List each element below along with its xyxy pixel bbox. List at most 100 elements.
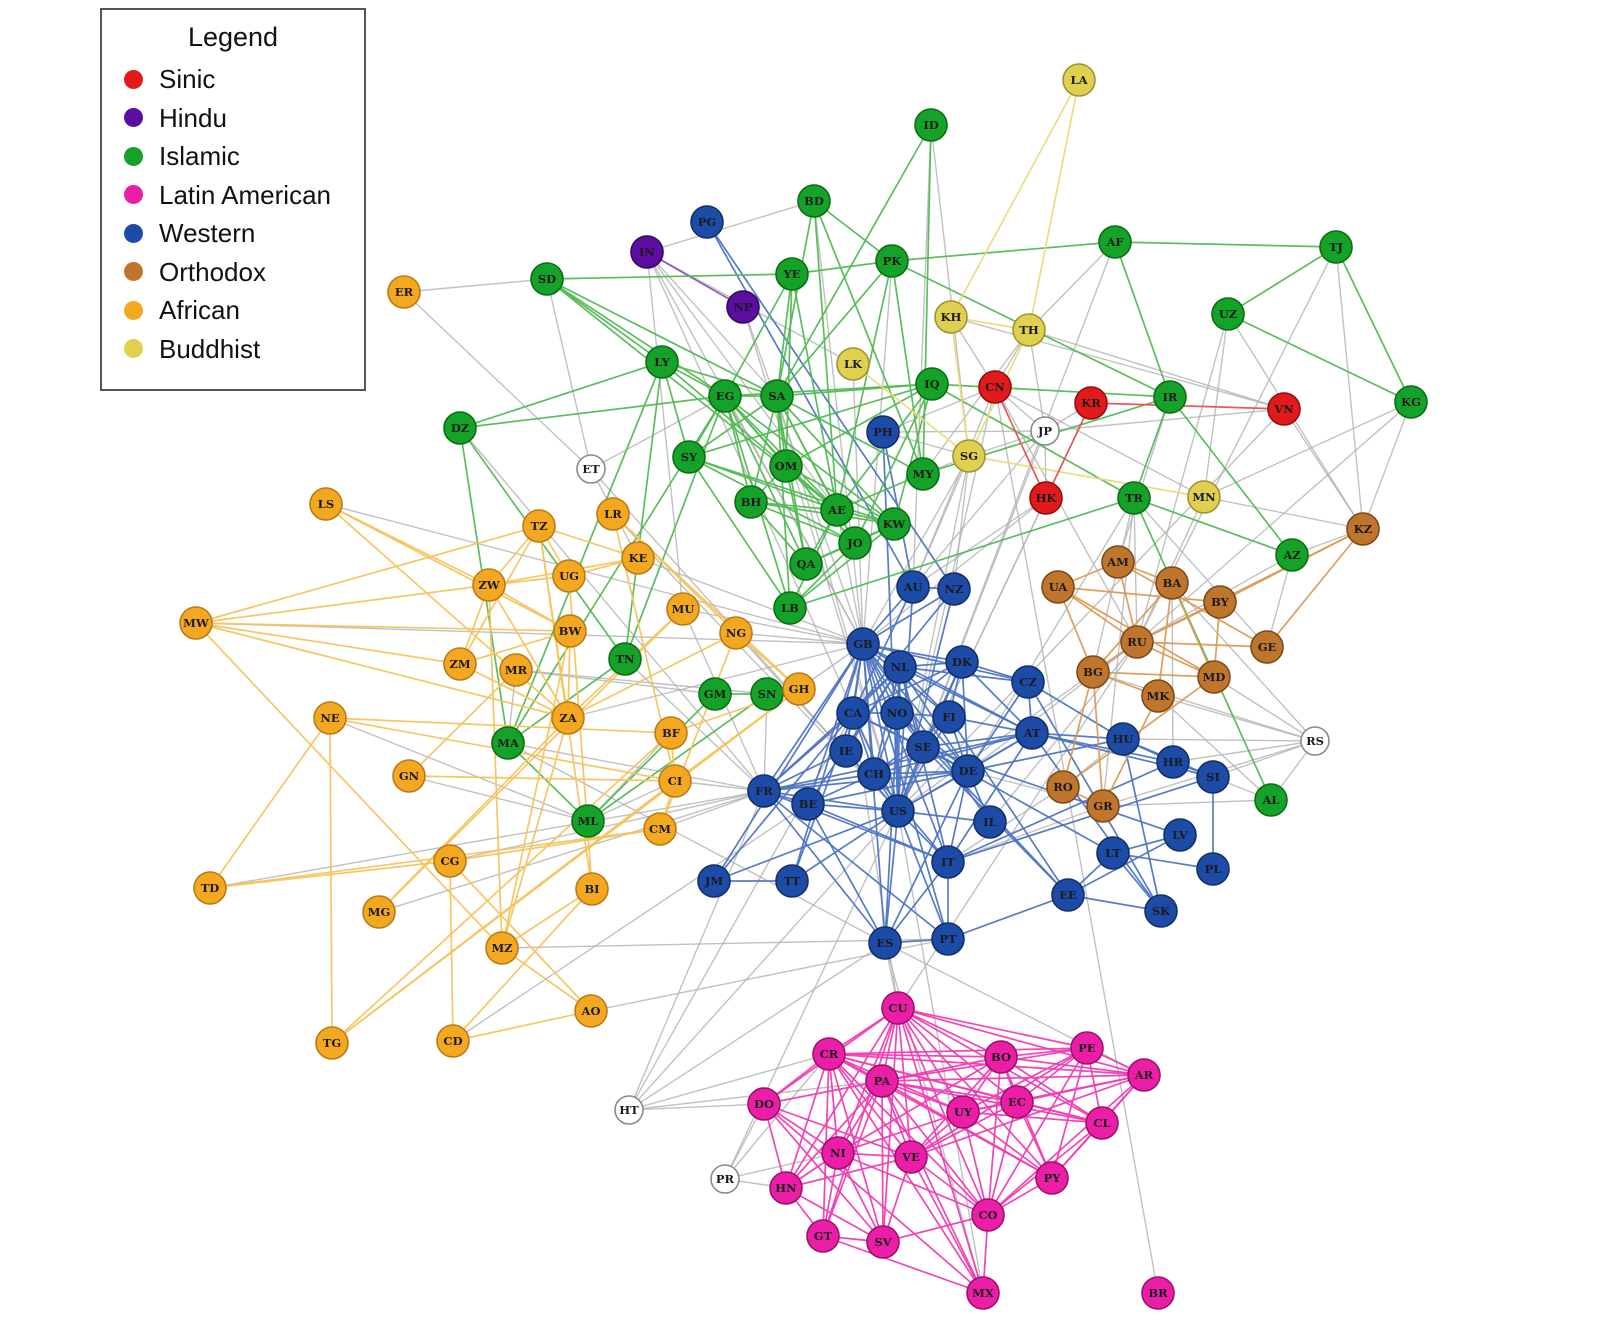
- node-TG[interactable]: TG: [315, 1026, 349, 1060]
- node-circle-MD[interactable]: [1197, 660, 1231, 694]
- node-IN[interactable]: IN: [630, 235, 664, 269]
- node-CI[interactable]: CI: [658, 764, 692, 798]
- node-circle-LY[interactable]: [645, 345, 679, 379]
- node-circle-BF[interactable]: [654, 716, 688, 750]
- node-CH[interactable]: CH: [857, 757, 891, 791]
- node-DE[interactable]: DE: [951, 754, 985, 788]
- node-circle-AT[interactable]: [1015, 716, 1049, 750]
- node-EG[interactable]: EG: [708, 379, 742, 413]
- node-CU[interactable]: CU: [881, 991, 915, 1025]
- node-circle-RS[interactable]: [1300, 726, 1330, 756]
- node-circle-BE[interactable]: [791, 787, 825, 821]
- node-AT[interactable]: AT: [1015, 716, 1049, 750]
- node-NE[interactable]: NE: [313, 701, 347, 735]
- node-circle-PH[interactable]: [866, 415, 900, 449]
- node-circle-MR[interactable]: [499, 653, 533, 687]
- node-LB[interactable]: LB: [773, 591, 807, 625]
- node-PY[interactable]: PY: [1035, 1161, 1069, 1195]
- node-OM[interactable]: OM: [769, 449, 803, 483]
- node-PL[interactable]: PL: [1196, 852, 1230, 886]
- node-circle-PR[interactable]: [710, 1164, 740, 1194]
- node-ER[interactable]: ER: [387, 275, 421, 309]
- node-circle-FI[interactable]: [932, 700, 966, 734]
- node-CN[interactable]: CN: [978, 370, 1012, 404]
- node-TH[interactable]: TH: [1012, 313, 1046, 347]
- node-circle-BW[interactable]: [553, 614, 587, 648]
- node-RU[interactable]: RU: [1120, 625, 1154, 659]
- node-AZ[interactable]: AZ: [1275, 538, 1309, 572]
- node-circle-IQ[interactable]: [915, 367, 949, 401]
- node-circle-CL[interactable]: [1085, 1106, 1119, 1140]
- node-MG[interactable]: MG: [362, 895, 396, 929]
- node-KH[interactable]: KH: [934, 300, 968, 334]
- node-circle-IL[interactable]: [973, 805, 1007, 839]
- node-circle-NZ[interactable]: [937, 572, 971, 606]
- node-circle-RO[interactable]: [1046, 770, 1080, 804]
- node-LK[interactable]: LK: [836, 347, 870, 381]
- node-NG[interactable]: NG: [719, 616, 753, 650]
- node-circle-YE[interactable]: [775, 257, 809, 291]
- node-circle-KE[interactable]: [621, 541, 655, 575]
- node-circle-LT[interactable]: [1096, 836, 1130, 870]
- node-ZA[interactable]: ZA: [551, 701, 585, 735]
- node-circle-TZ[interactable]: [522, 509, 556, 543]
- node-BI[interactable]: BI: [575, 872, 609, 906]
- node-circle-GN[interactable]: [392, 759, 426, 793]
- node-circle-GM[interactable]: [698, 677, 732, 711]
- node-circle-IN[interactable]: [630, 235, 664, 269]
- node-circle-KZ[interactable]: [1346, 512, 1380, 546]
- node-circle-AU[interactable]: [896, 570, 930, 604]
- node-circle-SK[interactable]: [1144, 894, 1178, 928]
- node-circle-AE[interactable]: [820, 493, 854, 527]
- node-LS[interactable]: LS: [309, 487, 343, 521]
- node-KR[interactable]: KR: [1074, 386, 1108, 420]
- node-circle-NE[interactable]: [313, 701, 347, 735]
- node-QA[interactable]: QA: [789, 547, 823, 581]
- node-SN[interactable]: SN: [750, 677, 784, 711]
- node-circle-SG[interactable]: [952, 439, 986, 473]
- node-circle-TG[interactable]: [315, 1026, 349, 1060]
- node-circle-CM[interactable]: [643, 812, 677, 846]
- node-MA[interactable]: MA: [491, 726, 525, 760]
- node-SI[interactable]: SI: [1196, 760, 1230, 794]
- node-UA[interactable]: UA: [1041, 570, 1075, 604]
- node-TR[interactable]: TR: [1117, 481, 1151, 515]
- node-LV[interactable]: LV: [1163, 818, 1197, 852]
- node-SA[interactable]: SA: [760, 379, 794, 413]
- node-circle-TN[interactable]: [608, 642, 642, 676]
- node-circle-NI[interactable]: [821, 1136, 855, 1170]
- node-circle-DK[interactable]: [945, 645, 979, 679]
- node-circle-AR[interactable]: [1127, 1058, 1161, 1092]
- node-circle-HN[interactable]: [769, 1171, 803, 1205]
- node-FI[interactable]: FI: [932, 700, 966, 734]
- node-AF[interactable]: AF: [1098, 225, 1132, 259]
- node-circle-TT[interactable]: [775, 864, 809, 898]
- node-circle-IR[interactable]: [1153, 380, 1187, 414]
- node-NL[interactable]: NL: [883, 650, 917, 684]
- node-circle-BD[interactable]: [797, 184, 831, 218]
- node-circle-OM[interactable]: [769, 449, 803, 483]
- node-UZ[interactable]: UZ: [1211, 297, 1245, 331]
- node-GR[interactable]: GR: [1086, 789, 1120, 823]
- node-circle-ZW[interactable]: [472, 568, 506, 602]
- node-DO[interactable]: DO: [747, 1087, 781, 1121]
- node-circle-MN[interactable]: [1187, 480, 1221, 514]
- node-MY[interactable]: MY: [906, 457, 940, 491]
- node-BD[interactable]: BD: [797, 184, 831, 218]
- node-CR[interactable]: CR: [812, 1037, 846, 1071]
- node-MN[interactable]: MN: [1187, 480, 1221, 514]
- node-circle-DZ[interactable]: [443, 411, 477, 445]
- node-HU[interactable]: HU: [1106, 722, 1140, 756]
- node-circle-AM[interactable]: [1101, 545, 1135, 579]
- node-BF[interactable]: BF: [654, 716, 688, 750]
- node-SG[interactable]: SG: [952, 439, 986, 473]
- node-MU[interactable]: MU: [666, 592, 700, 626]
- node-circle-GB[interactable]: [846, 627, 880, 661]
- node-circle-AL[interactable]: [1254, 783, 1288, 817]
- node-circle-QA[interactable]: [789, 547, 823, 581]
- node-circle-FR[interactable]: [747, 774, 781, 808]
- node-circle-EG[interactable]: [708, 379, 742, 413]
- node-circle-UZ[interactable]: [1211, 297, 1245, 331]
- node-JO[interactable]: JO: [838, 526, 872, 560]
- node-circle-DO[interactable]: [747, 1087, 781, 1121]
